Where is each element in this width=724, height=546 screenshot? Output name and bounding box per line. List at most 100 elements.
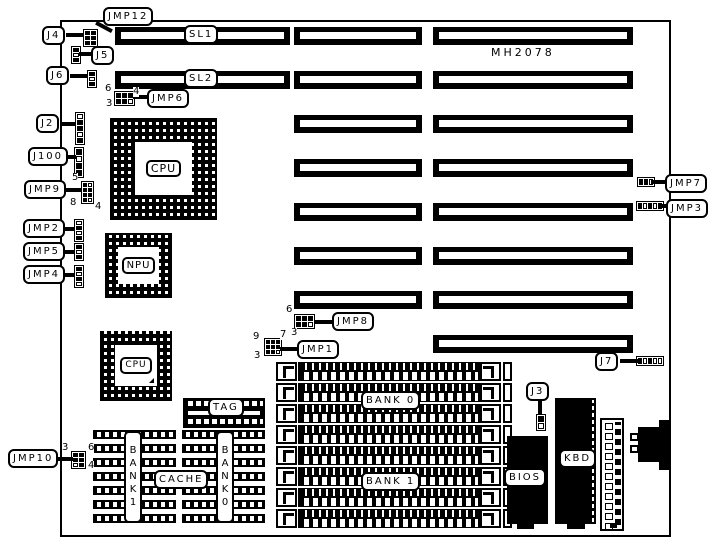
pin-number: 3 (62, 442, 69, 453)
isa-slot (433, 27, 633, 45)
din-body (659, 420, 671, 470)
isa-slot (294, 291, 422, 309)
pointer (79, 52, 93, 56)
pin-number: 5 (72, 172, 79, 183)
simm-clip-left (276, 404, 297, 423)
simm-socket (276, 425, 512, 444)
pin-hole (605, 493, 613, 500)
pin-strip (615, 422, 621, 525)
pointer (70, 74, 88, 78)
bios-chip-tab (517, 524, 534, 529)
pointer (55, 457, 73, 461)
isa-slot-column-left (294, 27, 422, 335)
jumper-jmp2 (74, 219, 84, 242)
simm-clip-right (480, 446, 501, 465)
isa-slot (294, 115, 422, 133)
isa-slot (433, 71, 633, 89)
connector-j3 (536, 414, 546, 431)
keyboard-pin-header (600, 418, 624, 531)
isa-slot (433, 203, 633, 221)
pin-hole (605, 443, 613, 450)
pointer (62, 155, 76, 159)
connector-label-j100: J100 (28, 147, 69, 166)
pin-number: 4 (88, 460, 95, 471)
cache-label: CACHE (154, 470, 209, 489)
jumper-label-jmp4: JMP4 (23, 265, 65, 284)
cpu-socket-well: CPU (135, 142, 192, 195)
connector-label-j2: J2 (36, 114, 60, 133)
pointer (61, 250, 75, 254)
cpu-alt-socket: CPU (100, 331, 172, 401)
simm-clip-left (276, 467, 297, 486)
pin-hole (605, 423, 613, 430)
simm-socket (276, 488, 512, 507)
isa-slot (433, 247, 633, 265)
cpu-label: CPU (145, 160, 182, 177)
pin-hole (605, 513, 613, 520)
isa-slot (433, 115, 633, 133)
cpu-alt-socket-well: CPU (115, 345, 157, 386)
isa-slot (294, 159, 422, 177)
isa-slot (433, 159, 633, 177)
simm-socket (276, 446, 512, 465)
jumper-jmp1 (264, 338, 282, 356)
pin-number: 3 (106, 98, 113, 109)
bank1-label: BANK 1 (361, 472, 421, 491)
npu-socket: NPU (105, 233, 172, 298)
pin-hole (605, 503, 613, 510)
board-model: MH2078 (491, 46, 555, 59)
pin-column (605, 423, 613, 533)
simm-body (298, 488, 480, 507)
din-notch (630, 445, 639, 453)
npu-label: NPU (121, 257, 156, 274)
connector-label-j4: J4 (42, 26, 66, 45)
jumper-label-jmp3: JMP3 (666, 199, 708, 218)
jumper-jmp9 (81, 181, 94, 204)
simm-socket (276, 509, 512, 528)
cache-bank1-label: BANK1 (124, 431, 142, 523)
connector-j4 (83, 29, 98, 47)
kbd-label: KBD (559, 449, 597, 468)
connector-label-j6: J6 (46, 66, 70, 85)
isa-slot (294, 27, 422, 45)
kbd-chip-tab (567, 524, 585, 529)
simm-clip-right (480, 425, 501, 444)
pin-hole (605, 433, 613, 440)
pointer (538, 401, 542, 415)
jumper-jmp5 (74, 243, 84, 261)
pointer (62, 188, 82, 192)
cpu-socket: CPU (110, 118, 217, 220)
pin-hole (605, 483, 613, 490)
connector-label-j3: J3 (526, 382, 550, 401)
keyboard-din-connector (630, 420, 672, 473)
simm-end (503, 362, 512, 381)
simm-clip-right (480, 383, 501, 402)
simm-body (298, 446, 480, 465)
simm-clip-right (480, 509, 501, 528)
jumper-label-jmp1: JMP1 (297, 340, 339, 359)
isa-slot (433, 335, 633, 353)
npu-socket-well: NPU (118, 247, 159, 284)
isa-slot (294, 203, 422, 221)
jumper-jmp8 (294, 314, 315, 329)
simm-clip-right (480, 404, 501, 423)
simm-clip-left (276, 446, 297, 465)
simm-body (298, 509, 480, 528)
pointer (620, 359, 638, 363)
simm-clip-right (480, 488, 501, 507)
connector-j100 (74, 147, 84, 178)
simm-body (298, 425, 480, 444)
pin-number: 7 (280, 329, 287, 340)
cpu-alt-label: CPU (120, 357, 152, 374)
simm-body (298, 362, 480, 381)
pointer (61, 227, 75, 231)
connector-j2 (75, 112, 85, 145)
tag-label: TAG (208, 398, 244, 417)
simm-end (503, 383, 512, 402)
jumper-jmp6 (114, 91, 135, 106)
bios-label: BIOS (504, 468, 547, 487)
jumper-label-jmp12: JMP12 (103, 7, 154, 26)
pin-number: 3 (291, 327, 298, 338)
slot-label-sl1: SL1 (184, 25, 219, 44)
